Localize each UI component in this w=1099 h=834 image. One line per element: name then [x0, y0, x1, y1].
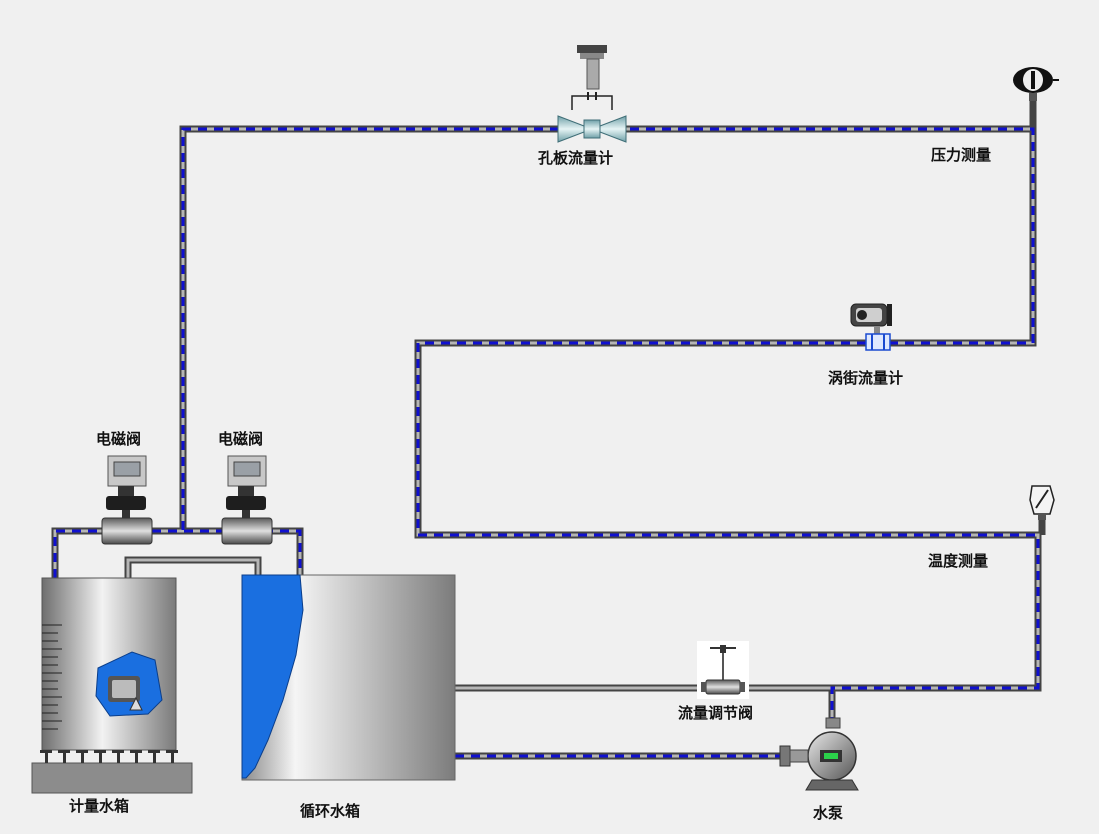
circulation-tank — [241, 574, 456, 781]
label-circulation-tank: 循环水箱 — [300, 802, 361, 820]
level-sensor-icon — [95, 651, 163, 717]
tank-supports — [40, 750, 178, 763]
water-pump[interactable] — [779, 717, 859, 791]
solenoid-valve-1[interactable] — [101, 455, 153, 545]
label-solenoid-valve-1: 电磁阀 — [96, 430, 142, 448]
orifice-flowmeter[interactable] — [557, 45, 627, 143]
label-temperature-measurement: 温度测量 — [928, 552, 989, 570]
metering-tank — [31, 577, 193, 794]
flow-indicator — [181, 127, 1040, 722]
flow-control-valve[interactable] — [697, 641, 749, 699]
label-flow-control-valve: 流量调节阀 — [678, 704, 754, 722]
pipe-network — [51, 100, 1046, 760]
pressure-sensor[interactable] — [1013, 67, 1059, 101]
label-vortex-flowmeter: 涡街流量计 — [828, 369, 904, 387]
temperature-sensor[interactable] — [1029, 485, 1055, 520]
label-pressure-measurement: 压力测量 — [931, 146, 992, 164]
label-metering-tank: 计量水箱 — [69, 797, 130, 815]
tank-water — [241, 574, 304, 779]
label-solenoid-valve-2: 电磁阀 — [218, 430, 264, 448]
label-pump: 水泵 — [813, 804, 844, 822]
label-orifice-flowmeter: 孔板流量计 — [538, 149, 614, 167]
solenoid-valve-2[interactable] — [221, 455, 273, 545]
vortex-flowmeter[interactable] — [850, 303, 892, 351]
level-scale — [42, 624, 62, 730]
